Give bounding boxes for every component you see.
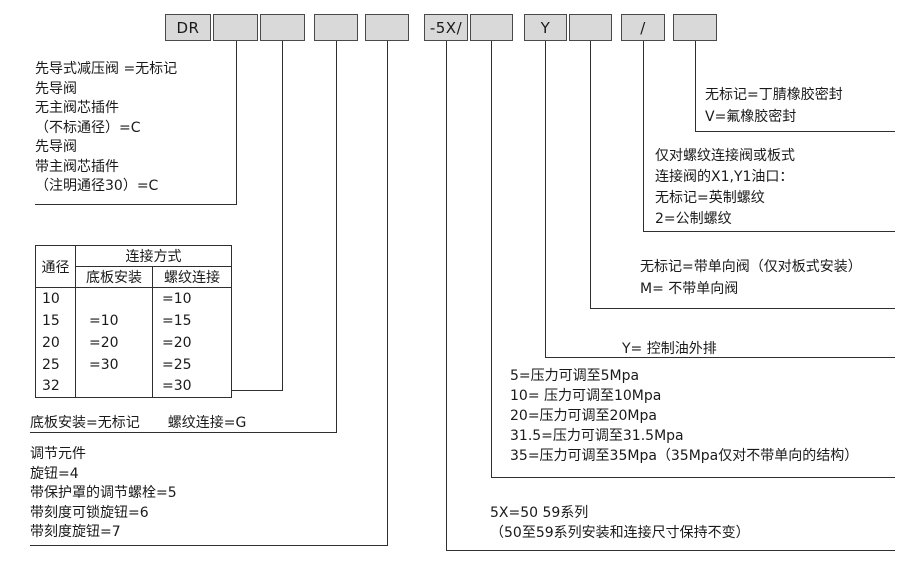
size-table-row: 32 =30 — [35, 375, 232, 398]
connector-seal-baseline — [695, 131, 895, 132]
size-table: 通径 连接方式 底板安装 螺纹连接 10 =10 15 =10 =15 20 =… — [35, 245, 232, 398]
connector-pilot-baseline — [35, 204, 237, 205]
threaded-cell: =30 — [152, 375, 232, 398]
annotation-line: （注明通径30）=C — [35, 178, 159, 194]
annotation-line: 连接阀的X1,Y1油口： — [655, 169, 794, 185]
connector-drain-vline — [545, 41, 546, 357]
connector-check-vline — [590, 41, 591, 308]
connector-size-baseline — [231, 390, 283, 391]
connector-mounting-baseline — [30, 432, 337, 433]
annotation-line: 调节元件 — [30, 446, 86, 462]
code-box-series-5x: -5X/ — [424, 14, 468, 41]
annotation-line: Y= 控制油外排 — [622, 341, 717, 357]
code-box-series-name: DR — [165, 14, 211, 41]
annotation-line: 20=压力可调至20Mpa — [510, 408, 657, 424]
connector-seal-vline — [695, 41, 696, 131]
annotation-line: M= 不带单向阀 — [640, 281, 739, 297]
size-table-header-group: 连接方式 — [75, 245, 232, 267]
subplate-cell: =10 — [75, 309, 153, 332]
size-cell: 10 — [35, 287, 76, 310]
size-cell: 15 — [35, 309, 76, 332]
code-box-adjustment — [365, 14, 409, 41]
connector-pilot-vline — [236, 41, 237, 204]
code-box-seal-option — [673, 14, 717, 41]
annotation-pressure-options: 5=压力可调至5Mpa 10= 压力可调至10Mpa 20=压力可调至20Mpa… — [510, 366, 858, 466]
annotation-line: 无标记=带单向阀（仅对板式安装） — [640, 259, 862, 275]
size-table-row: 15 =10 =15 — [35, 309, 232, 332]
subplate-cell: =30 — [75, 353, 153, 376]
annotation-line: 带保护罩的调节螺栓=5 — [30, 485, 177, 501]
connector-pressure-vline — [491, 41, 492, 477]
annotation-pilot-options: 先导式减压阀 =无标记 先导阀 无主阀芯插件 （不标通径）=C 先导阀 带主阀芯… — [35, 60, 177, 197]
size-table-row: 25 =30 =25 — [35, 353, 232, 376]
connector-drain-baseline — [545, 357, 895, 358]
annotation-line: （不标通径）=C — [35, 119, 141, 136]
annotation-check-valve-options: 无标记=带单向阀（仅对板式安装） M= 不带单向阀 — [640, 256, 862, 300]
connector-pressure-baseline — [491, 477, 895, 478]
size-cell: 32 — [35, 375, 76, 398]
annotation-line: 无标记=英制螺纹 — [655, 190, 765, 206]
annotation-line: 先导阀 — [35, 139, 77, 155]
annotation-thread-options: 仅对螺纹连接阀或板式 连接阀的X1,Y1油口： 无标记=英制螺纹 2=公制螺纹 — [655, 146, 795, 230]
threaded-cell: =15 — [152, 309, 232, 332]
annotation-line: （50至59系列安装和连接尺寸保持不变） — [490, 525, 750, 541]
code-box-separator: / — [621, 14, 665, 41]
annotation-line: 先导阀 — [35, 80, 77, 97]
subplate-cell — [75, 375, 153, 398]
subplate-cell: =20 — [75, 331, 153, 354]
connector-adjustment-baseline — [30, 545, 388, 546]
annotation-seal-options: 无标记=丁腈橡胶密封 V=氟橡胶密封 — [705, 84, 843, 128]
annotation-line: 带刻度旋钮=7 — [30, 524, 121, 540]
annotation-line: V=氟橡胶密封 — [705, 109, 797, 125]
annotation-line: 带主阀芯插件 — [35, 158, 119, 175]
subplate-cell — [75, 287, 153, 310]
annotation-line: 无标记=丁腈橡胶密封 — [705, 87, 843, 103]
annotation-drain-label: Y= 控制油外排 — [622, 338, 717, 358]
connector-thread-baseline — [643, 231, 895, 232]
size-table-header-size: 通径 — [35, 245, 76, 288]
code-box-size — [260, 14, 305, 41]
annotation-line: 10= 压力可调至10Mpa — [510, 388, 662, 404]
annotation-line: 2=公制螺纹 — [655, 211, 732, 227]
connector-thread-vline — [643, 41, 644, 231]
code-box-check-valve-option — [569, 14, 612, 41]
annotation-adjustment-options: 调节元件 旋钮=4 带保护罩的调节螺栓=5 带刻度可锁旋钮=6 带刻度旋钮=7 — [30, 445, 177, 543]
size-cell: 20 — [35, 331, 76, 354]
annotation-mounting-options: 底板安装=无标记 螺纹连接=G — [30, 412, 246, 432]
connector-size-vline — [282, 41, 283, 390]
threaded-cell: =10 — [152, 287, 232, 310]
size-table-header-subplate: 底板安装 — [75, 266, 153, 288]
annotation-line: 仅对螺纹连接阀或板式 — [655, 148, 795, 164]
annotation-line: 先导式减压阀 =无标记 — [35, 61, 178, 77]
annotation-line: 31.5=压力可调至31.5Mpa — [510, 428, 684, 444]
code-box-pressure-rating — [470, 14, 513, 41]
code-box-drain-y: Y — [524, 14, 567, 41]
size-table-header-threaded: 螺纹连接 — [152, 266, 232, 288]
connector-series-baseline — [446, 550, 895, 551]
code-box-pilot-option — [213, 14, 258, 41]
threaded-cell: =25 — [152, 353, 232, 376]
connector-check-baseline — [590, 308, 895, 309]
annotation-series-info: 5X=50 59系列 （50至59系列安装和连接尺寸保持不变） — [490, 503, 750, 543]
annotation-line: 35=压力可调至35Mpa（35Mpa仅对不带单向的结构） — [510, 448, 859, 464]
connector-series-vline — [446, 41, 447, 550]
annotation-line: 5X=50 59系列 — [490, 505, 589, 521]
annotation-line: 旋钮=4 — [30, 465, 79, 482]
connector-adjustment-vline — [387, 41, 388, 545]
annotation-line: 带刻度可锁旋钮=6 — [30, 504, 149, 521]
annotation-line: 底板安装=无标记 螺纹连接=G — [30, 415, 247, 431]
connector-mounting-vline — [336, 41, 337, 432]
size-cell: 25 — [35, 353, 76, 376]
size-table-row: 10 =10 — [35, 287, 232, 310]
size-table-row: 20 =20 =20 — [35, 331, 232, 354]
code-box-connection-type — [314, 14, 358, 41]
annotation-line: 无主阀芯插件 — [35, 100, 119, 116]
annotation-line: 5=压力可调至5Mpa — [510, 368, 640, 384]
threaded-cell: =20 — [152, 331, 232, 354]
